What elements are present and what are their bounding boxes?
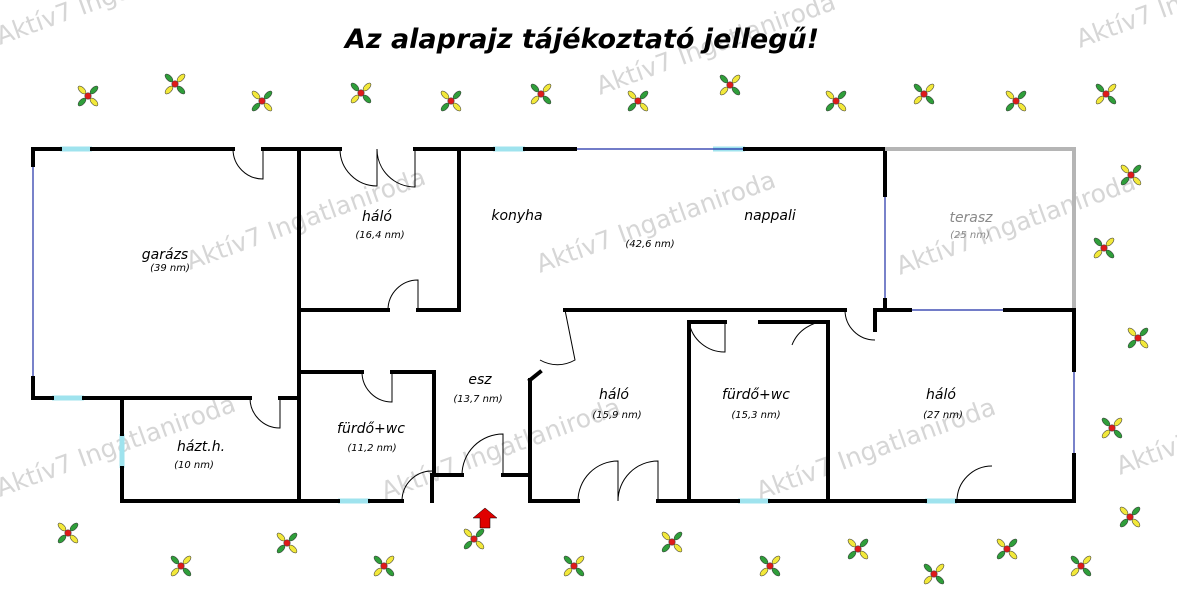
flower-icon bbox=[1119, 506, 1141, 528]
flower-icon bbox=[57, 522, 79, 544]
flower-icon bbox=[1101, 417, 1123, 439]
watermark: Aktív7 Ingatlaniroda bbox=[1112, 367, 1177, 481]
watermark: Aktív7 Ingatlaniroda bbox=[377, 392, 624, 506]
room-area-halo2: (15,9 nm) bbox=[592, 410, 641, 421]
flowers bbox=[57, 73, 1149, 585]
room-name-halo1: háló bbox=[362, 209, 392, 225]
flower-icon bbox=[164, 73, 186, 95]
room-name-nappali: nappali bbox=[744, 208, 796, 224]
flower-icon bbox=[661, 531, 683, 553]
watermark: Aktív7 Ingatlaniroda bbox=[1072, 0, 1177, 54]
flower-icon bbox=[251, 90, 273, 112]
flower-icon bbox=[463, 528, 485, 550]
flower-icon bbox=[373, 555, 395, 577]
flower-icon bbox=[1120, 164, 1142, 186]
flower-icon bbox=[350, 82, 372, 104]
flower-icon bbox=[1070, 555, 1092, 577]
flower-icon bbox=[276, 532, 298, 554]
flower-icon bbox=[759, 555, 781, 577]
flower-icon bbox=[847, 538, 869, 560]
room-name-terasz: terasz bbox=[949, 210, 993, 226]
walls bbox=[31, 147, 1076, 503]
room-name-furdo2: fürdő+wc bbox=[722, 387, 790, 403]
flower-icon bbox=[627, 90, 649, 112]
room-area-hazt: (10 nm) bbox=[174, 460, 214, 471]
room-area-furdo2: (15,3 nm) bbox=[731, 410, 780, 421]
room-name-garazs: garázs bbox=[142, 247, 188, 263]
flower-icon bbox=[530, 83, 552, 105]
flower-icon bbox=[563, 555, 585, 577]
flower-icon bbox=[1005, 90, 1027, 112]
room-name-halo2: háló bbox=[599, 387, 629, 403]
terrace-walls bbox=[885, 147, 1076, 308]
doors bbox=[232, 148, 993, 502]
flower-icon bbox=[996, 538, 1018, 560]
room-area-garazs: (39 nm) bbox=[150, 263, 190, 274]
watermark: Aktív7 Ingatlaniroda bbox=[0, 0, 239, 51]
room-area-halo3: (27 nm) bbox=[923, 410, 963, 421]
room-area-halo1: (16,4 nm) bbox=[355, 230, 404, 241]
watermark: Aktív7 Ingatlaniroda bbox=[532, 165, 779, 279]
room-name-esz: esz bbox=[468, 372, 492, 388]
windows bbox=[32, 146, 1075, 504]
flower-icon bbox=[1093, 237, 1115, 259]
room-area-terasz: (25 nm) bbox=[950, 230, 990, 241]
plan-title: Az alaprajz tájékoztató jellegű! bbox=[343, 24, 819, 55]
room-area-furdo1: (11,2 nm) bbox=[347, 443, 396, 454]
watermark: Aktív7 Ingatlaniroda bbox=[892, 167, 1139, 281]
flower-icon bbox=[719, 74, 741, 96]
room-name-halo3: háló bbox=[926, 387, 956, 403]
room-area-nappali: (42,6 nm) bbox=[625, 239, 674, 250]
flower-icon bbox=[77, 85, 99, 107]
flower-icon bbox=[440, 90, 462, 112]
flower-icon bbox=[1127, 327, 1149, 349]
flower-icon bbox=[170, 555, 192, 577]
room-name-furdo1: fürdő+wc bbox=[337, 421, 405, 437]
room-labels: garázs (39 nm) háló (16,4 nm) konyha nap… bbox=[142, 208, 993, 471]
room-name-hazt: házt.h. bbox=[177, 439, 225, 455]
flower-icon bbox=[913, 83, 935, 105]
flower-icon bbox=[825, 90, 847, 112]
flower-icon bbox=[923, 563, 945, 585]
flower-icon bbox=[1095, 83, 1117, 105]
up-arrow-icon bbox=[472, 507, 498, 529]
room-area-esz: (13,7 nm) bbox=[453, 394, 502, 405]
room-name-konyha: konyha bbox=[491, 208, 542, 224]
